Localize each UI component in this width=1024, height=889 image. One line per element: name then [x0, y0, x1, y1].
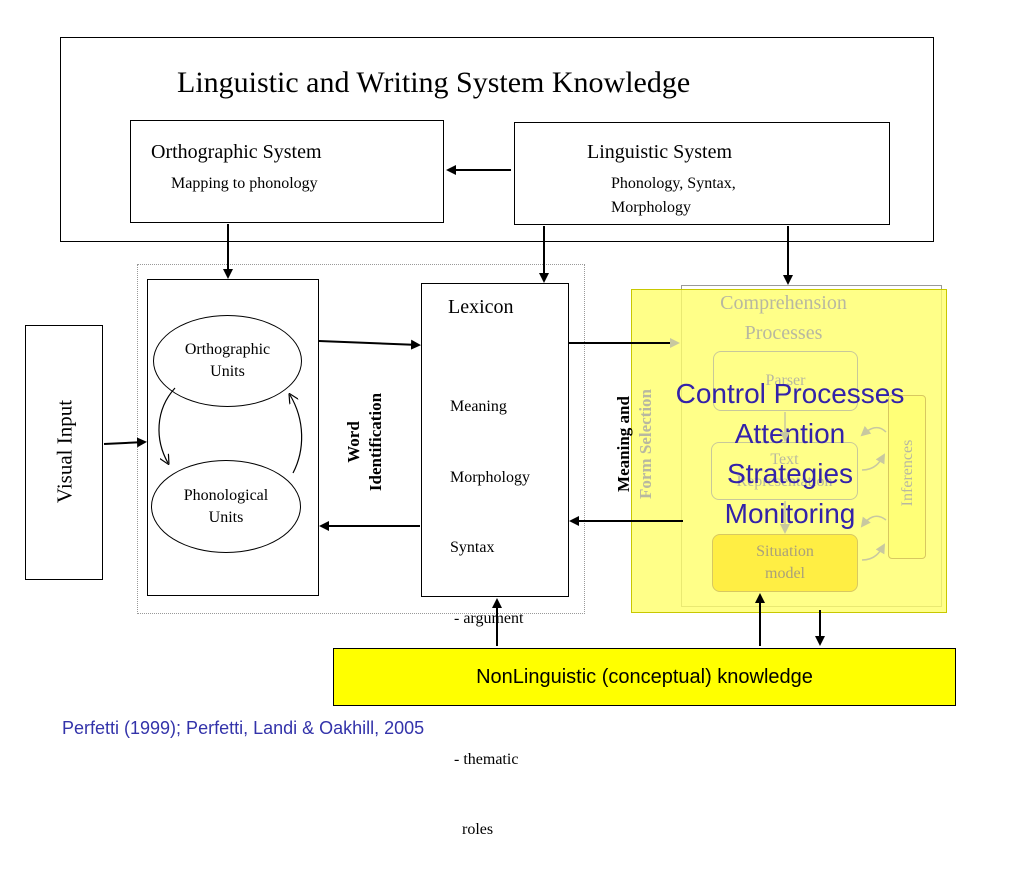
comprehension-title: Comprehension Processes	[681, 288, 886, 348]
lexicon-item: - thematic	[450, 750, 519, 768]
text-representation-line2: Representation	[736, 473, 833, 490]
orthographic-system-subtitle: Mapping to phonology	[171, 175, 318, 192]
linguistic-system-line2: Morphology	[611, 199, 691, 216]
arrow-inference-situation	[860, 515, 887, 528]
lexicon-box: Lexicon Meaning Morphology Syntax - argu…	[421, 283, 569, 838]
control-line4: Monitoring	[724, 498, 856, 529]
parser-label: Parser	[765, 372, 806, 389]
text-representation-line1: Text	[770, 451, 799, 468]
lexicon-item: Meaning	[450, 398, 507, 415]
arrow-units-to-lexicon	[318, 339, 421, 350]
nonlinguistic-knowledge-box: NonLinguistic (conceptual) knowledge	[333, 648, 956, 706]
arrow-situation-inference	[861, 543, 885, 561]
lexicon-item: - argument	[450, 609, 524, 627]
situation-model-line1: Situation	[756, 543, 814, 560]
lexicon-item: Syntax	[450, 539, 495, 556]
comprehension-line1: Comprehension	[720, 292, 847, 314]
nonlinguistic-label: NonLinguistic (conceptual) knowledge	[476, 665, 813, 688]
lexicon-item: roles	[450, 821, 494, 838]
arrow-text-inference	[861, 453, 885, 471]
control-line1: Control Processes	[675, 378, 905, 409]
arrow-ortho-to-phono	[158, 387, 176, 463]
orthographic-units-line1: Orthographic	[184, 341, 271, 358]
inferences-box: Inferences	[888, 395, 926, 559]
citation: Perfetti (1999); Perfetti, Landi & Oakhi…	[62, 718, 425, 738]
orthographic-system-title: Orthographic System	[151, 141, 322, 163]
text-representation-box: Text Representation	[711, 442, 858, 500]
lexicon-item: Morphology	[450, 468, 530, 486]
situation-model-box: Situation model	[712, 534, 858, 592]
orthographic-system-box: Orthographic System Mapping to phonology	[130, 120, 444, 223]
phonological-units-ellipse: Phonological Units	[151, 460, 301, 553]
comprehension-line2: Processes	[744, 322, 823, 344]
orthographic-units-ellipse: Orthographic Units	[153, 315, 302, 407]
situation-model-line2: model	[765, 565, 805, 582]
linguistic-system-box: Linguistic System Phonology, Syntax, Mor…	[514, 122, 890, 225]
control-line2: Attention	[734, 418, 846, 449]
orthographic-units-line2: Units	[210, 363, 245, 380]
arrow-phono-to-ortho	[290, 395, 303, 474]
lexicon-title: Lexicon	[448, 296, 514, 318]
control-processes-text: Control Processes Attention Strategies M…	[645, 374, 935, 534]
control-line3: Strategies	[726, 458, 854, 489]
connector-arrows	[103, 165, 887, 646]
phonological-units-line2: Units	[208, 508, 244, 526]
arrow-inference-text	[860, 425, 887, 437]
arrow-visual-to-units	[103, 437, 147, 448]
top-box-title: Linguistic and Writing System Knowledge	[177, 66, 691, 99]
visual-input-box: Visual Input	[25, 325, 103, 580]
phonological-units-line1: Phonological	[183, 486, 269, 504]
linguistic-system-title: Linguistic System	[587, 141, 732, 163]
parser-box: Parser	[713, 351, 858, 411]
linguistic-system-line1: Phonology, Syntax,	[611, 175, 736, 192]
